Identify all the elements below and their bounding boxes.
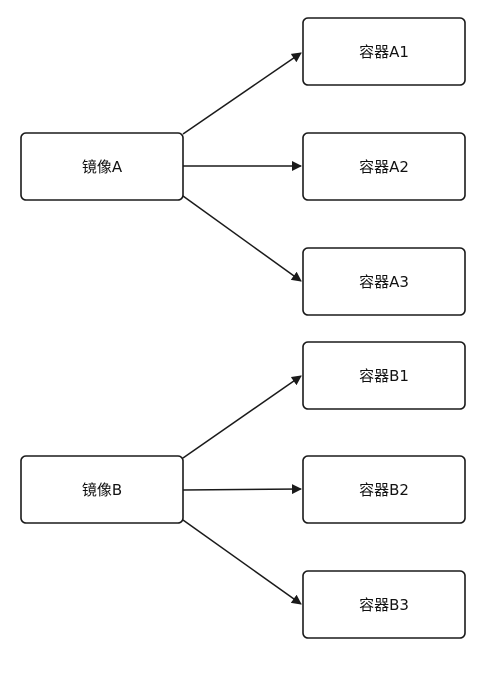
node-container-a1-label: 容器A1 [359, 43, 409, 61]
edge-image-b-to-container-b2 [182, 484, 302, 495]
edge-image-a-to-container-a1 [182, 52, 302, 135]
edge-image-a-to-container-a3 [182, 195, 302, 282]
node-container-b2[interactable]: 容器B2 [302, 455, 466, 524]
node-image-a[interactable]: 镜像A [20, 132, 184, 201]
node-container-a1[interactable]: 容器A1 [302, 17, 466, 86]
edge-image-b-to-container-b1 [182, 375, 302, 459]
node-container-b3-label: 容器B3 [359, 596, 409, 614]
edges [182, 52, 302, 605]
node-container-b1-label: 容器B1 [359, 367, 409, 385]
node-container-a3[interactable]: 容器A3 [302, 247, 466, 316]
node-container-a2[interactable]: 容器A2 [302, 132, 466, 201]
node-container-a2-label: 容器A2 [359, 158, 409, 176]
node-image-b-label: 镜像B [82, 481, 122, 499]
node-container-a3-label: 容器A3 [359, 273, 409, 291]
node-image-b[interactable]: 镜像B [20, 455, 184, 524]
node-image-a-label: 镜像A [82, 158, 123, 176]
node-container-b2-label: 容器B2 [359, 481, 409, 499]
node-container-b3[interactable]: 容器B3 [302, 570, 466, 639]
node-container-b1[interactable]: 容器B1 [302, 341, 466, 410]
edge-image-b-to-container-b3 [182, 519, 302, 605]
